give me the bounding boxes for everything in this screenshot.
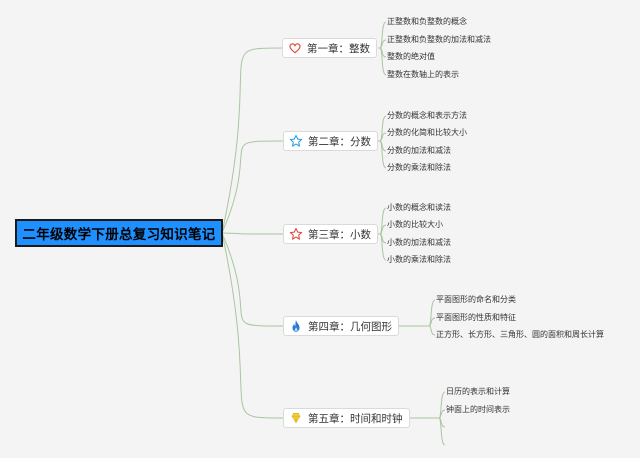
- root-topic[interactable]: 二年级数学下册总复习知识笔记: [15, 219, 223, 247]
- leaf-line: [379, 21, 387, 49]
- subtopic-item[interactable]: 小数的乘法和除法: [387, 255, 451, 264]
- gem-icon: [289, 411, 303, 425]
- subtopic-item[interactable]: 日历的表示和计算: [446, 387, 510, 396]
- chapter-label: 第一章：整数: [307, 42, 370, 55]
- subtopic-item[interactable]: 小数的加法和减法: [387, 238, 451, 247]
- leaf-line: [379, 47, 387, 76]
- subtopic-item[interactable]: 分数的化简和比较大小: [387, 128, 467, 137]
- chapter-label: 第二章：分数: [308, 135, 371, 148]
- leaf-line: [438, 391, 446, 419]
- subtopic-item[interactable]: 正整数和负整数的概念: [387, 17, 467, 26]
- chapter-label: 第五章：时间和时钟: [308, 412, 403, 425]
- branch-line: [221, 232, 284, 327]
- subtopic-item[interactable]: 钟面上的时间表示: [446, 405, 510, 414]
- leaf-line: [379, 207, 387, 235]
- subtopic-item[interactable]: 正方形、长方形、三角形、圆的面积和周长计算: [436, 330, 604, 339]
- leaf-line: [379, 233, 387, 261]
- leaf-line: [379, 224, 387, 235]
- leaf-line: [428, 299, 436, 327]
- star-outline-icon: [289, 134, 303, 148]
- chapter-2-topic[interactable]: 第二章：分数: [283, 131, 378, 151]
- subtopic-item[interactable]: 平面图形的命名和分类: [436, 295, 516, 304]
- flame-icon: [289, 319, 303, 333]
- subtopic-item[interactable]: 分数的概念和表示方法: [387, 111, 467, 120]
- star-outline-icon: [289, 227, 303, 241]
- chapter-5-topic[interactable]: 第五章：时间和时钟: [283, 408, 410, 428]
- subtopic-item[interactable]: 整数在数轴上的表示: [387, 70, 459, 79]
- subtopic-item[interactable]: 小数的概念和读法: [387, 203, 451, 212]
- subtopic-item[interactable]: 整数的绝对值: [387, 52, 435, 61]
- branch-line: [221, 232, 284, 235]
- subtopic-item[interactable]: 平面图形的性质和特征: [436, 313, 516, 322]
- branch-line: [221, 232, 284, 419]
- leaf-line: [379, 115, 387, 142]
- subtopic-item[interactable]: 小数的比较大小: [387, 220, 443, 229]
- leaf-line: [379, 39, 387, 49]
- chapter-label: 第四章：几何图形: [308, 320, 392, 333]
- subtopic-item[interactable]: 分数的乘法和除法: [387, 163, 451, 172]
- leaf-line: [428, 325, 436, 336]
- subtopic-item[interactable]: 分数的加法和减法: [387, 146, 451, 155]
- chapter-3-topic[interactable]: 第三章：小数: [283, 224, 378, 244]
- leaf-line: [379, 140, 387, 169]
- leaf-line: [379, 132, 387, 142]
- heart-icon: [288, 41, 302, 55]
- leaf-line: [438, 409, 446, 419]
- chapter-4-topic[interactable]: 第四章：几何图形: [283, 316, 399, 336]
- leaf-line: [428, 317, 436, 327]
- subtopic-item[interactable]: 正整数和负整数的加法和减法: [387, 35, 491, 44]
- leaf-line: [438, 417, 446, 446]
- branch-line: [221, 140, 284, 234]
- chapter-1-topic[interactable]: 第一章：整数: [282, 38, 377, 58]
- branch-line: [221, 47, 283, 234]
- chapter-label: 第三章：小数: [308, 228, 371, 241]
